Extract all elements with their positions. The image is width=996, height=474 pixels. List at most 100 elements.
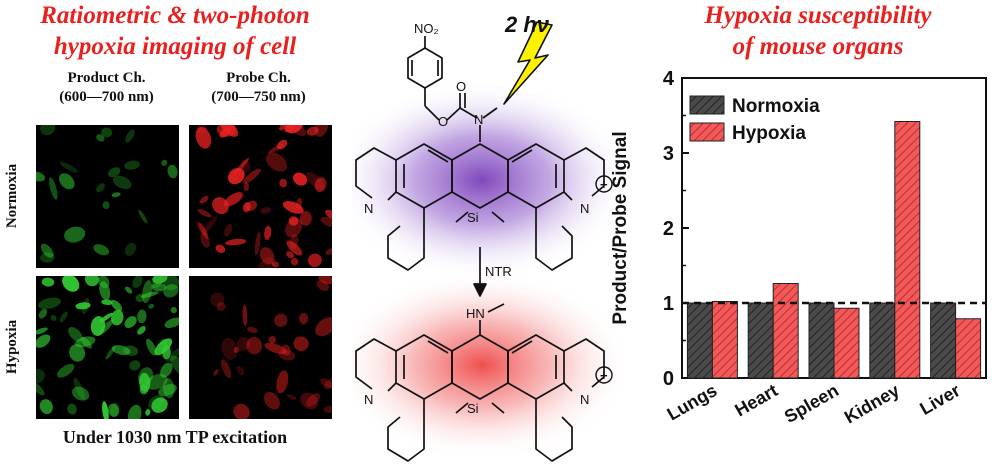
cell-blob (170, 306, 177, 314)
atom-o-ester: O (438, 114, 448, 129)
y-tick-label: 3 (663, 143, 674, 165)
cell-blob (323, 377, 332, 390)
cell-blob (197, 209, 212, 218)
lightning-bolt-icon (503, 21, 553, 105)
cell-blob (196, 125, 207, 135)
cell-blob (36, 381, 45, 396)
cell-blob (314, 177, 327, 193)
cell-blob (163, 284, 179, 298)
probe-channel-label: Probe Ch. (700—750 nm) (186, 69, 331, 107)
cell-blob (325, 247, 332, 255)
cell-blob (285, 217, 303, 238)
cell-blob (96, 183, 105, 193)
y-tick-label: 4 (663, 68, 675, 90)
cell-blob (167, 164, 178, 179)
cell-blob (290, 257, 299, 266)
row-label-hypoxia: Hypoxia (4, 319, 20, 375)
cell-blob (38, 297, 61, 310)
right-title-line1: Hypoxia susceptibility (704, 2, 932, 29)
enzyme-label: NTR (485, 264, 512, 279)
atom-o-carbonyl: O (456, 79, 466, 94)
cell-blob (101, 299, 113, 305)
red-glow (332, 270, 632, 460)
cell-blob (124, 316, 137, 329)
cell-blob (84, 276, 100, 287)
cell-blob (146, 338, 157, 356)
cell-blob (242, 304, 248, 327)
cell-blob (221, 337, 238, 360)
cell-blob (288, 216, 299, 226)
cell-blob (306, 126, 319, 136)
cell-blob (236, 366, 245, 376)
cell-blob (318, 276, 332, 285)
cell-blob (164, 317, 179, 329)
cell-blob (225, 238, 247, 246)
atom-n-carbamate: N (474, 112, 483, 127)
cell-blob (50, 314, 57, 321)
atom-n-left-top: N (364, 201, 373, 216)
cell-blob (298, 313, 309, 325)
y-tick-label: 0 (663, 368, 674, 390)
cell-blob (125, 129, 135, 143)
atom-n-right-top: N (580, 201, 589, 216)
cell-blob (145, 374, 168, 390)
cell-blob (96, 134, 105, 142)
atom-no2: NO₂ (414, 21, 439, 36)
cell-blob (39, 399, 53, 415)
cell-blob (279, 125, 287, 131)
y-tick-label: 2 (663, 218, 674, 240)
cell-blob (112, 175, 132, 190)
cell-blob (160, 362, 173, 378)
cell-blob (170, 355, 179, 376)
cell-blob (260, 207, 272, 214)
atom-si-bottom: Si (467, 401, 479, 416)
cell-blob (196, 221, 208, 236)
product-channel-label: Product Ch. (600—700 nm) (34, 69, 179, 107)
cell-blob (40, 125, 56, 136)
cell-blob (60, 161, 78, 173)
cell-blob (67, 403, 77, 415)
cell-blob (282, 344, 291, 356)
atom-plus-top: + (600, 177, 608, 192)
cell-blob (163, 276, 179, 291)
legend-swatch-hypoxia (689, 122, 725, 142)
x-tick-label: Spleen (781, 380, 842, 427)
cell-blob (59, 173, 75, 190)
cell-blob (102, 201, 110, 210)
probe-channel-name: Probe Ch. (226, 70, 291, 86)
cell-blob (56, 363, 75, 378)
product-channel-name: Product Ch. (67, 70, 146, 86)
legend-label-hypoxia: Hypoxia (732, 123, 806, 144)
cell-blob (216, 302, 226, 312)
cell-blob (152, 276, 168, 284)
bar-hypoxia-heart (772, 283, 799, 379)
cell-blob (161, 159, 168, 166)
cell-blob (316, 280, 330, 292)
cell-blob (286, 125, 304, 134)
bar-hypoxia-liver (955, 318, 982, 379)
cell-blob (64, 226, 86, 243)
cell-blob (49, 177, 58, 200)
cell-blob (107, 403, 120, 417)
cell-blob (127, 404, 142, 419)
cell-blob (124, 160, 140, 170)
cell-blob (300, 392, 319, 410)
cell-blob (276, 370, 289, 394)
cell-blob (202, 216, 218, 235)
cell-blob (111, 192, 121, 198)
cell-blob (282, 201, 304, 214)
cell-blob (286, 394, 297, 400)
y-axis-label: Product/Probe Signal (610, 131, 631, 324)
cell-blob (200, 232, 210, 248)
cell-blob (323, 405, 332, 413)
cell-blob (98, 319, 114, 336)
x-tick-label: Heart (731, 380, 781, 420)
cell-blob (307, 253, 322, 268)
cell-blob (243, 182, 249, 192)
cell-blob (107, 167, 121, 178)
row-label-normoxia: Normoxia (4, 163, 20, 229)
cell-blob (325, 209, 332, 220)
cell-blob (38, 308, 48, 319)
bar-normoxia-lungs (686, 302, 713, 379)
